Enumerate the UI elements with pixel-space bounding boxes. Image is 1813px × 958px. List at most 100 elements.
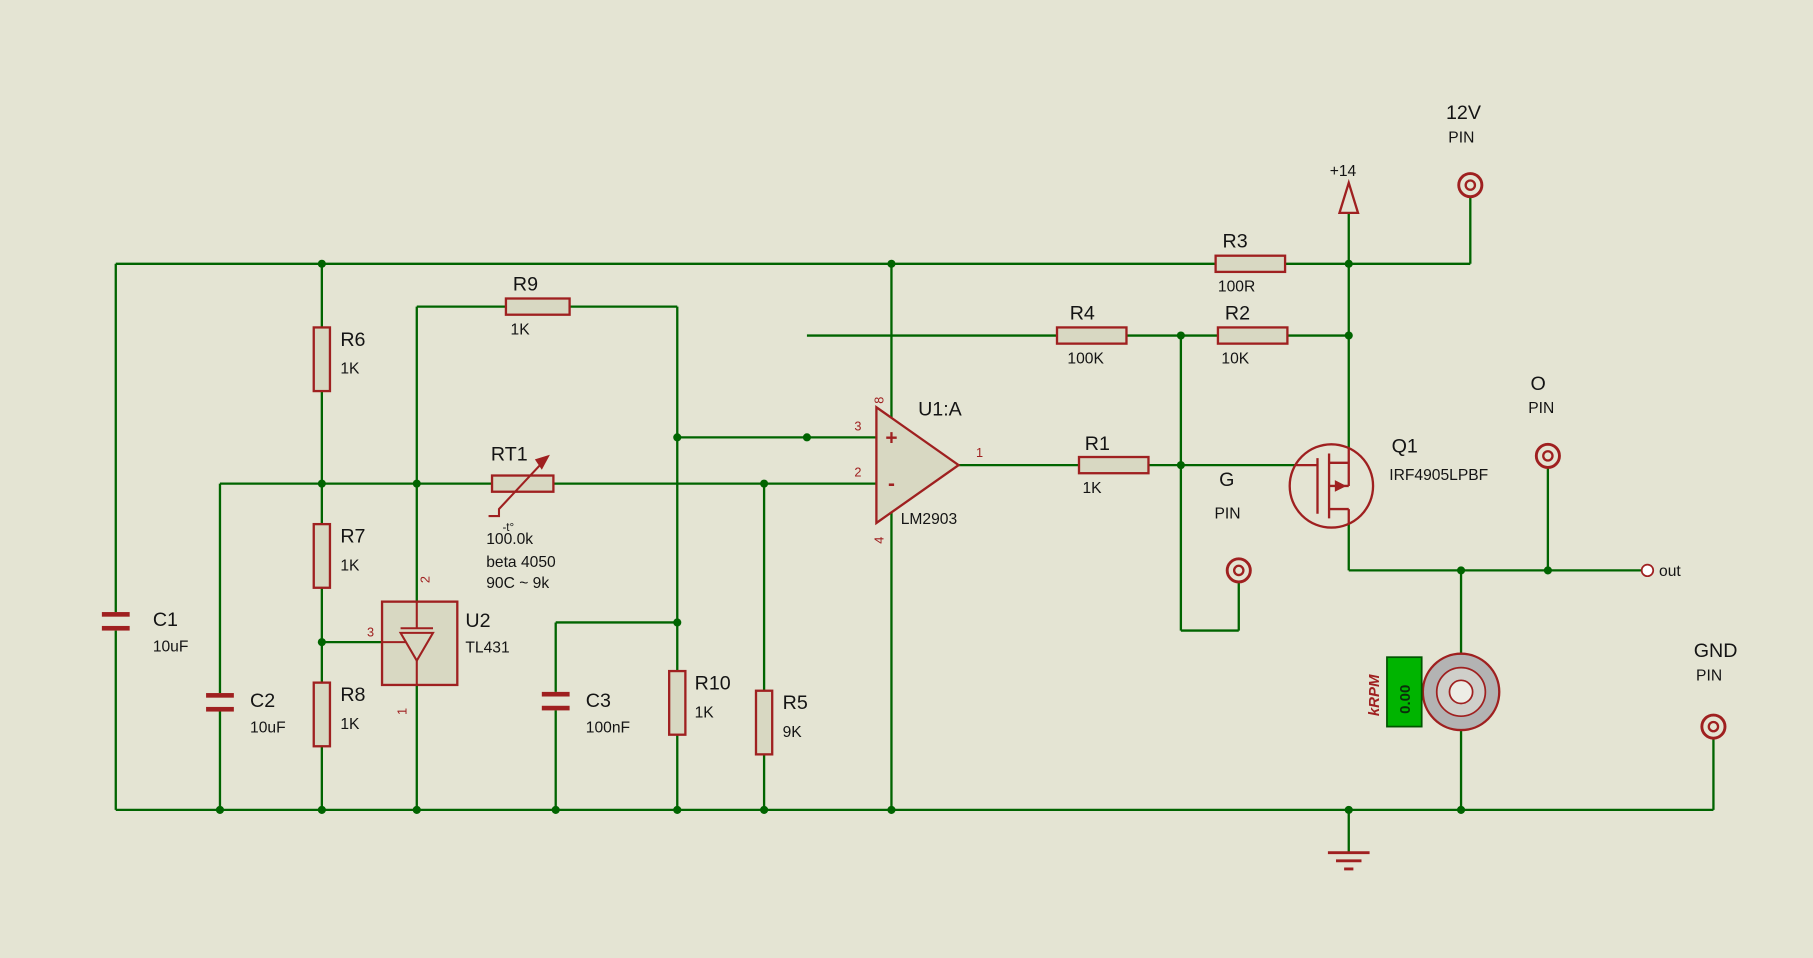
terminal-label: G xyxy=(1219,469,1234,491)
resistor-R10[interactable]: R10 1K xyxy=(668,669,731,736)
capacitor-C1[interactable]: C1 10uF xyxy=(101,609,189,655)
resistor-body[interactable] xyxy=(668,669,687,736)
pin-terminal-icon[interactable] xyxy=(1225,557,1252,584)
part-value: 1K xyxy=(340,557,360,574)
opamp-U1A[interactable]: + - 3 2 8 4 1 U1:A LM2903 xyxy=(854,397,983,544)
resistor-R8[interactable]: R8 1K xyxy=(312,681,366,748)
thermistor-RT1[interactable]: -t° RT1 100.0k beta 4050 90C ~ 9k xyxy=(486,443,556,591)
vref-U2[interactable]: 2 3 1 U2 TL431 xyxy=(367,576,510,715)
junction-dot xyxy=(1344,259,1353,268)
pin-number-3: 3 xyxy=(854,418,861,433)
resistor-R4[interactable]: R4 100K xyxy=(1055,302,1128,367)
resistor-body[interactable] xyxy=(1055,326,1128,345)
mosfet-arrow xyxy=(1334,480,1347,492)
part-ref: R10 xyxy=(695,673,731,695)
thermistor-mark: -t° xyxy=(502,522,514,534)
junction-dot xyxy=(760,479,769,488)
part-value: 10uF xyxy=(250,719,286,736)
part-value: 1K xyxy=(340,716,360,733)
mosfet-Q1[interactable]: Q1 IRF4905LPBF xyxy=(1288,435,1489,529)
capacitor-plate xyxy=(541,705,570,711)
pin-terminal-icon[interactable] xyxy=(1700,713,1727,740)
junction-dot xyxy=(673,433,682,442)
rpm-display: 0.00 kRPM xyxy=(1366,656,1423,728)
power-terminal[interactable]: +14 xyxy=(1330,163,1360,215)
motor[interactable] xyxy=(1421,652,1501,732)
junction-dot xyxy=(802,433,811,442)
terminal-label: GND xyxy=(1694,640,1738,662)
pin-number-2: 2 xyxy=(854,465,861,480)
terminal-sublabel: PIN xyxy=(1214,505,1240,522)
part-ref: U1:A xyxy=(918,398,963,420)
part-ref: R6 xyxy=(340,329,365,351)
resistor-R2[interactable]: R2 10K xyxy=(1216,302,1289,367)
resistor-R7[interactable]: R7 1K xyxy=(312,522,366,589)
resistor-body[interactable] xyxy=(1077,455,1150,475)
pin-number-3: 3 xyxy=(367,624,374,639)
ground-symbol[interactable] xyxy=(1327,851,1370,871)
junction-dot xyxy=(673,805,682,814)
capacitor-plate xyxy=(101,625,130,631)
opamp-triangle[interactable] xyxy=(875,405,961,526)
resistor-R5[interactable]: R5 9K xyxy=(754,689,808,756)
part-value: 1K xyxy=(1082,480,1102,497)
out-node[interactable]: out xyxy=(1640,563,1682,580)
resistor-R1[interactable]: R1 1K xyxy=(1077,433,1150,497)
part-ref: R8 xyxy=(340,684,365,706)
pin-terminal-icon[interactable] xyxy=(1457,172,1484,199)
wires[interactable] xyxy=(114,196,1715,853)
mosfet-envelope[interactable] xyxy=(1288,443,1375,529)
terminal-o[interactable]: O PIN xyxy=(1528,373,1561,469)
vref-glyph xyxy=(382,601,433,685)
pin-terminal-icon-center xyxy=(1232,564,1245,577)
wire-segments[interactable] xyxy=(114,196,1715,853)
resistor-body[interactable] xyxy=(312,326,332,393)
junction-dot xyxy=(673,618,682,627)
opamp-minus-sign: - xyxy=(888,473,895,496)
part-ref: C2 xyxy=(250,690,275,712)
power-net-label: +14 xyxy=(1330,163,1357,180)
vref-triangle xyxy=(398,631,435,663)
resistor-body[interactable] xyxy=(504,297,571,316)
junction-dot xyxy=(317,479,326,488)
resistor-body[interactable] xyxy=(312,522,332,589)
terminal-gnd[interactable]: GND PIN xyxy=(1694,640,1738,740)
vref-body[interactable] xyxy=(380,600,459,687)
resistor-R9[interactable]: R9 1K xyxy=(504,273,571,338)
pin-terminal-icon[interactable] xyxy=(1534,442,1561,469)
terminal-12v[interactable]: 12V PIN xyxy=(1446,102,1484,199)
resistor-body[interactable] xyxy=(754,689,774,756)
part-value: 100R xyxy=(1218,279,1255,296)
junction-dot xyxy=(1344,805,1353,814)
capacitor-C3[interactable]: C3 100nF xyxy=(541,690,630,736)
part-ref: RT1 xyxy=(491,443,528,465)
resistor-body[interactable] xyxy=(1214,254,1287,274)
pin-terminal-icon-center xyxy=(1464,179,1477,191)
terminal-g[interactable]: G PIN xyxy=(1214,469,1252,584)
terminal-sublabel: PIN xyxy=(1448,129,1474,146)
part-value: 1K xyxy=(695,704,715,721)
ground-bars-icon xyxy=(1327,851,1370,871)
pin-number-1: 1 xyxy=(394,708,409,715)
part-value: 10K xyxy=(1221,350,1249,367)
part-ref: R7 xyxy=(340,526,365,548)
junction-dot xyxy=(1456,805,1466,814)
resistor-body[interactable] xyxy=(312,681,332,748)
rpm-display-value: 0.00 xyxy=(1397,685,1414,714)
part-value: 100nF xyxy=(586,719,630,736)
terminal-sublabel: PIN xyxy=(1528,400,1554,417)
junction-dot xyxy=(412,805,421,814)
part-ref: R2 xyxy=(1225,302,1250,324)
pin-terminal-icon-center xyxy=(1707,720,1720,733)
part-value-line: 100.0k xyxy=(486,531,533,548)
junction-dot xyxy=(317,805,326,814)
resistor-R6[interactable]: R6 1K xyxy=(312,326,366,393)
capacitor-plate xyxy=(206,706,234,712)
rpm-display-unit: kRPM xyxy=(1366,674,1383,716)
resistor-body[interactable] xyxy=(1216,326,1289,345)
junction-dot xyxy=(1176,461,1185,470)
opamp-plus-sign: + xyxy=(885,426,897,449)
resistor-R3[interactable]: R3 100R xyxy=(1214,231,1287,296)
capacitor-C2[interactable]: C2 10uF xyxy=(206,690,286,736)
